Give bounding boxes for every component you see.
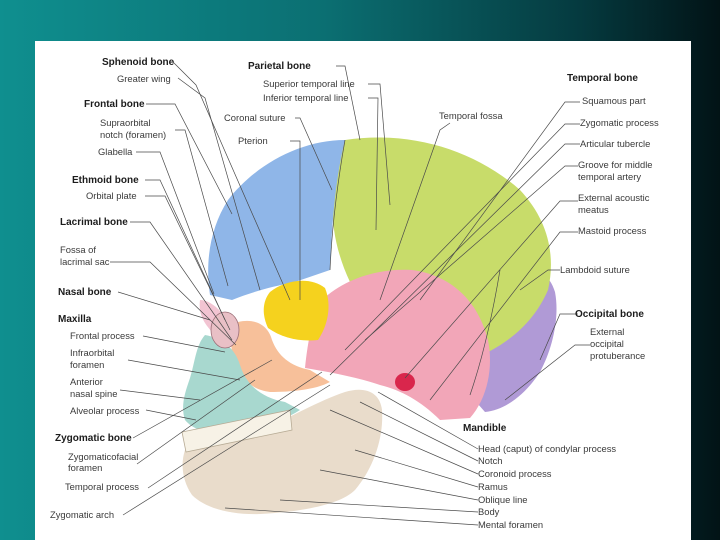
label-coronoid-process: Coronoid process bbox=[478, 468, 552, 479]
label-temporal-bone: Temporal bone bbox=[567, 73, 638, 84]
label-body: Body bbox=[478, 506, 500, 517]
label-maxilla: Maxilla bbox=[58, 314, 92, 325]
label-glabella: Glabella bbox=[98, 146, 133, 157]
label-parietal-bone: Parietal bone bbox=[248, 61, 311, 72]
label-pterion: Pterion bbox=[238, 135, 268, 146]
sphenoid-bone-region bbox=[264, 281, 329, 341]
label-ethmoid-bone: Ethmoid bone bbox=[72, 175, 139, 186]
label-sphenoid-bone: Sphenoid bone bbox=[102, 57, 175, 68]
label-inferior-temporal-line: Inferior temporal line bbox=[263, 92, 348, 103]
label-coronal-suture: Coronal suture bbox=[224, 112, 286, 123]
label-zygomaticofacial-1: Zygomaticofacial bbox=[68, 451, 138, 462]
frontal-bone-region bbox=[208, 140, 345, 300]
label-zygomaticofacial-2: foramen bbox=[68, 462, 102, 473]
label-temporal-fossa: Temporal fossa bbox=[439, 110, 503, 121]
label-supraorbital-notch-1: Supraorbital bbox=[100, 117, 151, 128]
label-fossa-lacrimal-1: Fossa of bbox=[60, 244, 96, 255]
label-greater-wing: Greater wing bbox=[117, 73, 171, 84]
label-alveolar-process: Alveolar process bbox=[70, 405, 140, 416]
label-external-occipital-1: External bbox=[590, 326, 624, 337]
label-frontal-bone: Frontal bone bbox=[84, 99, 145, 110]
label-fossa-lacrimal-2: lacrimal sac bbox=[60, 256, 110, 267]
label-external-acoustic-2: meatus bbox=[578, 204, 609, 215]
label-supraorbital-notch-2: notch (foramen) bbox=[100, 129, 166, 140]
label-superior-temporal-line: Superior temporal line bbox=[263, 78, 355, 89]
label-zygomatic-bone: Zygomatic bone bbox=[55, 433, 132, 444]
label-mastoid-process: Mastoid process bbox=[578, 225, 647, 236]
label-infraorbital-2: foramen bbox=[70, 359, 104, 370]
label-groove-mta-1: Groove for middle bbox=[578, 159, 653, 170]
label-external-acoustic-1: External acoustic bbox=[578, 192, 650, 203]
label-notch: Notch bbox=[478, 455, 503, 466]
label-orbital-plate: Orbital plate bbox=[86, 190, 137, 201]
skull-diagram: Sphenoid bone Greater wing Frontal bone … bbox=[35, 41, 691, 540]
label-lambdoid-suture: Lambdoid suture bbox=[560, 264, 630, 275]
label-anterior-nasal-2: nasal spine bbox=[70, 388, 117, 399]
label-groove-mta-2: temporal artery bbox=[578, 171, 641, 182]
label-nasal-bone: Nasal bone bbox=[58, 287, 112, 298]
label-mandible: Mandible bbox=[463, 423, 507, 434]
label-lacrimal-bone: Lacrimal bone bbox=[60, 217, 128, 228]
label-head-condylar: Head (caput) of condylar process bbox=[478, 443, 616, 454]
label-infraorbital-1: Infraorbital bbox=[70, 347, 114, 358]
label-anterior-nasal-1: Anterior bbox=[70, 376, 103, 387]
label-ramus: Ramus bbox=[478, 481, 508, 492]
label-oblique-line: Oblique line bbox=[478, 494, 528, 505]
label-zygomatic-arch: Zygomatic arch bbox=[50, 509, 114, 520]
label-frontal-process: Frontal process bbox=[70, 330, 135, 341]
label-articular-tubercle: Articular tubercle bbox=[580, 138, 650, 149]
label-external-occipital-2: occipital bbox=[590, 338, 624, 349]
label-external-occipital-3: protuberance bbox=[590, 350, 645, 361]
label-occipital-bone: Occipital bone bbox=[575, 309, 644, 320]
label-temporal-process: Temporal process bbox=[65, 481, 139, 492]
label-mental-foramen: Mental foramen bbox=[478, 519, 543, 530]
slide-panel: Sphenoid bone Greater wing Frontal bone … bbox=[35, 41, 691, 540]
label-zygomatic-process: Zygomatic process bbox=[580, 117, 659, 128]
label-squamous-part: Squamous part bbox=[582, 95, 646, 106]
acoustic-meatus bbox=[395, 373, 415, 391]
